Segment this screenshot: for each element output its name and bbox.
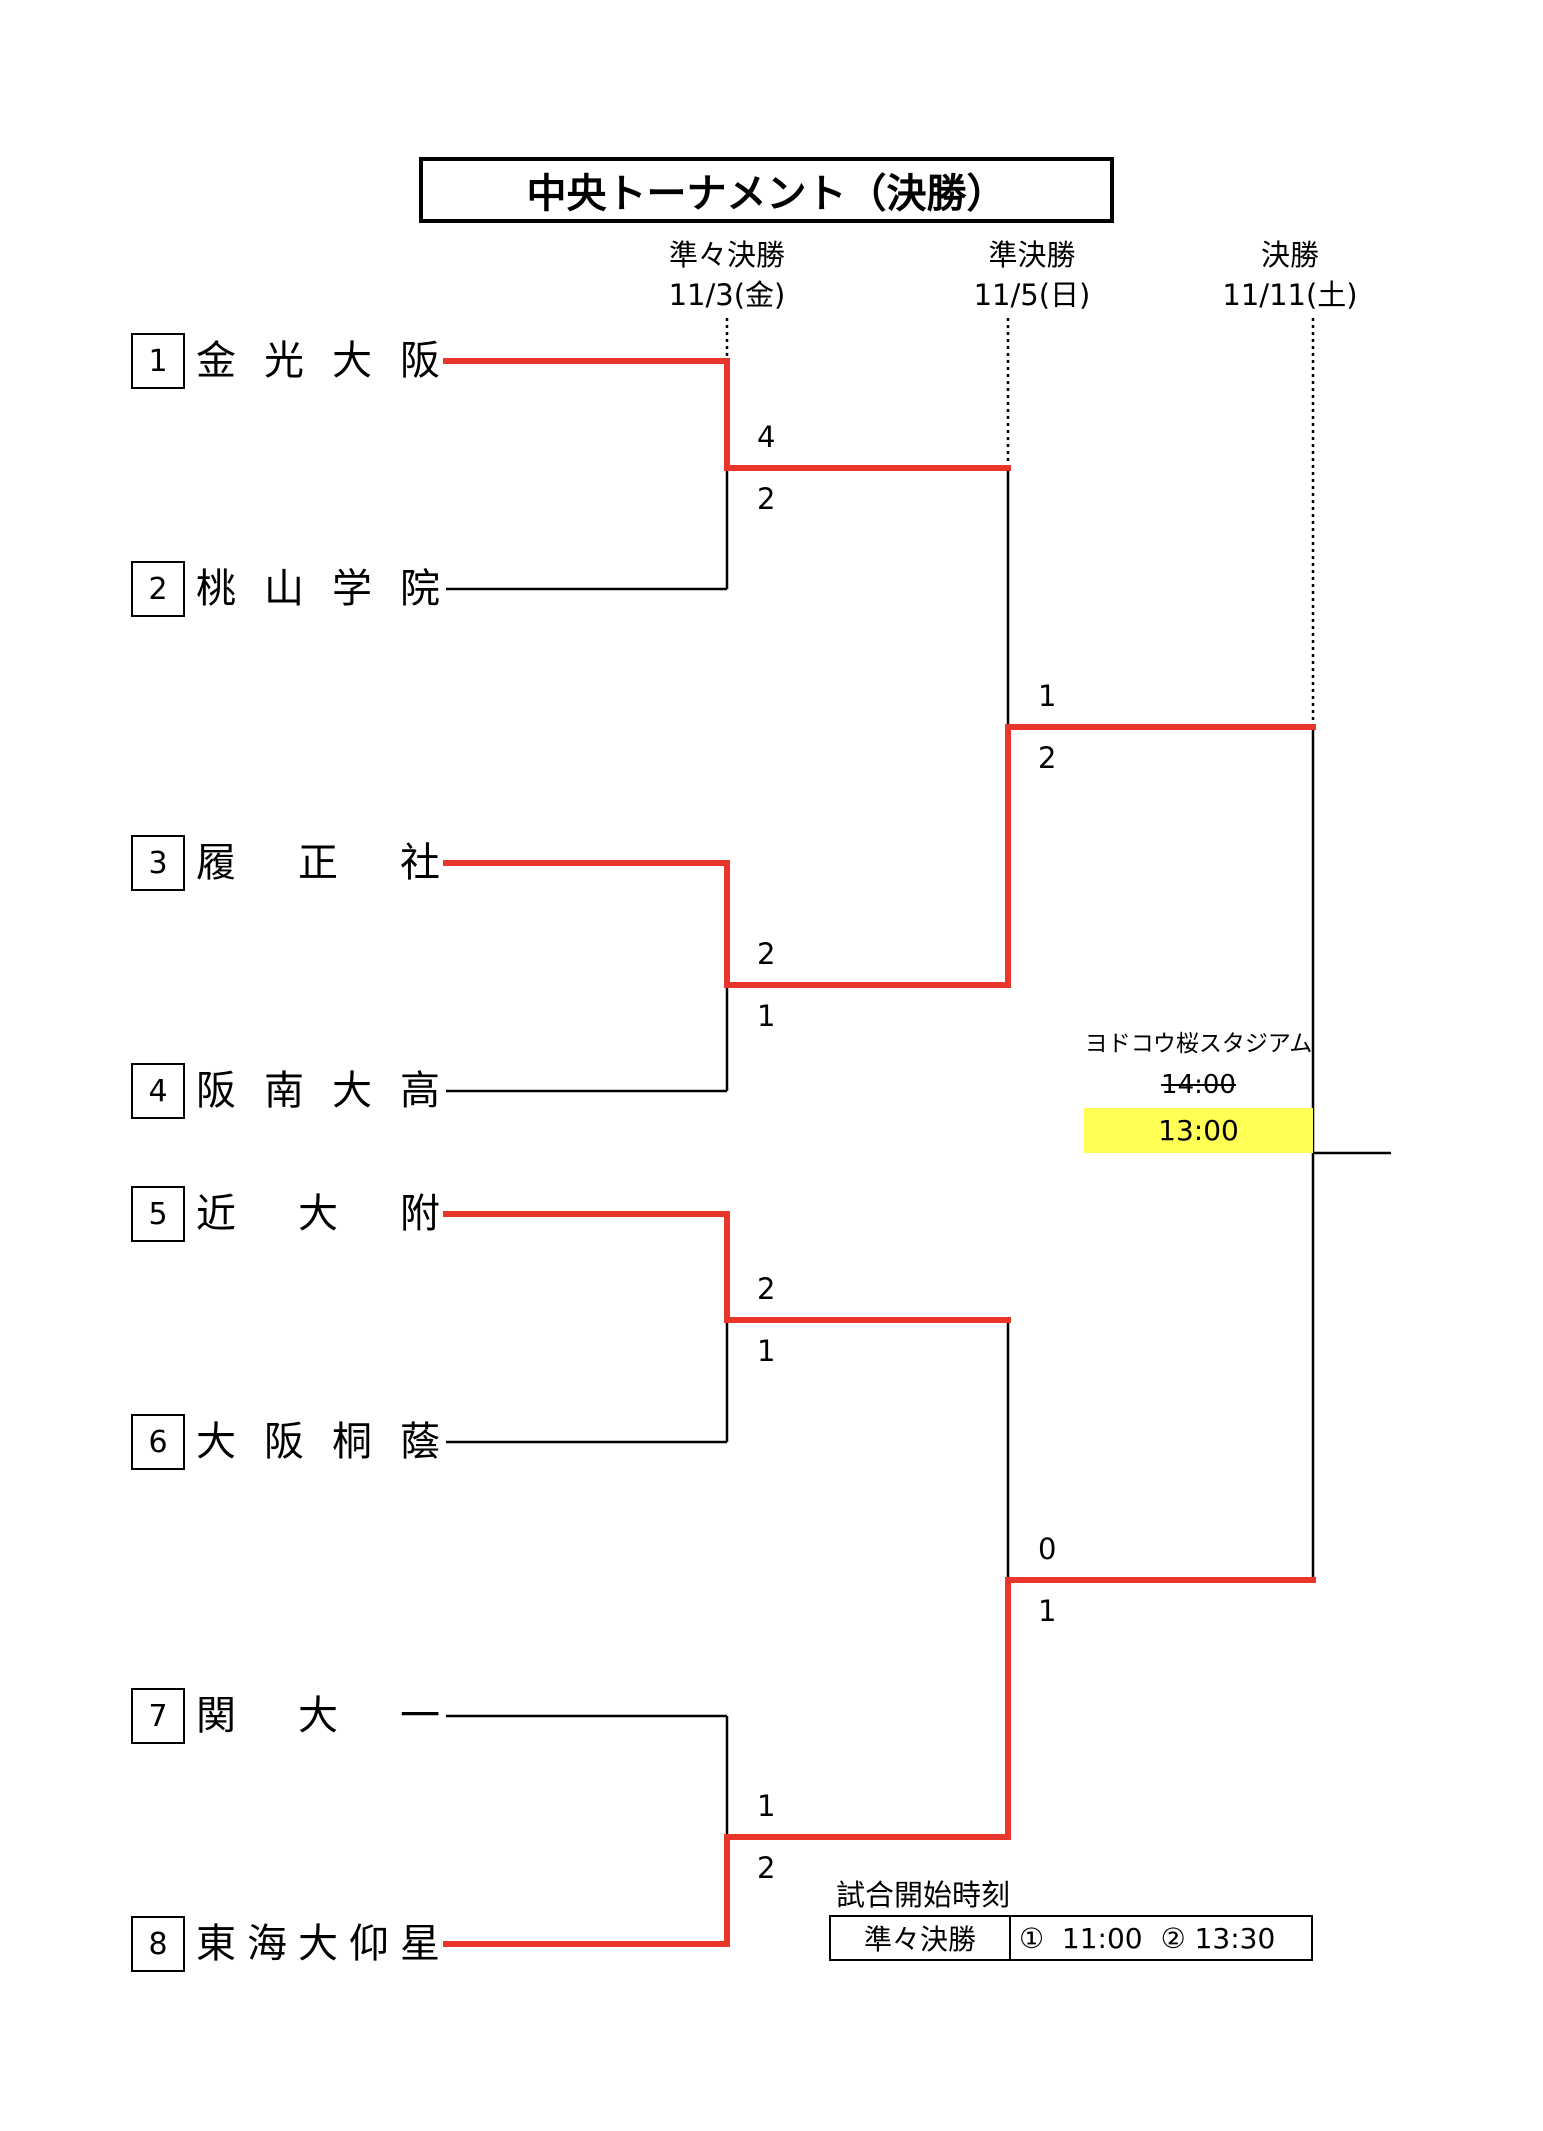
round-header-semifinal: 準決勝 11/5(日) bbox=[922, 235, 1142, 315]
round-date: 11/11(土) bbox=[1222, 278, 1358, 312]
team-seed: 8 bbox=[131, 1916, 185, 1972]
match-score: 4 bbox=[757, 420, 776, 454]
start-times-label: 試合開始時刻 bbox=[836, 1878, 1011, 1912]
start-time-slot-2: ② 13:30 bbox=[1160, 1921, 1276, 1955]
match-score: 0 bbox=[1038, 1532, 1057, 1566]
round-date: 11/5(日) bbox=[973, 278, 1091, 312]
round-name: 準々決勝 bbox=[668, 238, 785, 272]
team-seed: 7 bbox=[131, 1688, 185, 1744]
match-score: 1 bbox=[757, 1789, 776, 1823]
match-score: 2 bbox=[1038, 741, 1057, 775]
team-name: 阪南大高 bbox=[196, 1068, 468, 1114]
team-seed: 3 bbox=[131, 835, 185, 891]
round-name: 準決勝 bbox=[988, 238, 1076, 272]
team-seed: 6 bbox=[131, 1414, 185, 1470]
match-score: 2 bbox=[757, 1851, 776, 1885]
team-seed: 2 bbox=[131, 561, 185, 617]
final-old-time: 14:00 bbox=[1161, 1070, 1236, 1100]
team-seed: 1 bbox=[131, 333, 185, 389]
team-name: 金光大阪 bbox=[196, 338, 468, 384]
page-title: 中央トーナメント（決勝） bbox=[419, 157, 1114, 223]
match-score: 1 bbox=[1038, 1594, 1057, 1628]
final-venue: ヨドコウ桜スタジアム bbox=[1084, 1031, 1313, 1057]
round-header-final: 決勝 11/11(土) bbox=[1180, 235, 1400, 315]
match-score: 1 bbox=[1038, 679, 1057, 713]
start-times-table: 準々決勝 ① 11:00 ② 13:30 bbox=[829, 1915, 1313, 1961]
team-name: 近 大 附 bbox=[196, 1191, 451, 1237]
round-date: 11/3(金) bbox=[668, 278, 786, 312]
team-name: 関 大 一 bbox=[196, 1693, 451, 1739]
round-header-quarterfinal: 準々決勝 11/3(金) bbox=[617, 235, 837, 315]
final-new-time: 13:00 bbox=[1084, 1108, 1313, 1153]
match-score: 1 bbox=[757, 1334, 776, 1368]
match-score: 2 bbox=[757, 482, 776, 516]
start-times-round: 準々決勝 bbox=[831, 1917, 1011, 1959]
match-score: 2 bbox=[757, 937, 776, 971]
team-name: 東海大仰星 bbox=[196, 1921, 451, 1967]
team-name: 履 正 社 bbox=[196, 840, 451, 886]
match-score: 1 bbox=[757, 999, 776, 1033]
team-name: 桃山学院 bbox=[196, 566, 468, 612]
team-seed: 4 bbox=[131, 1063, 185, 1119]
round-name: 決勝 bbox=[1260, 238, 1319, 272]
team-seed: 5 bbox=[131, 1186, 185, 1242]
start-time-slot-1: ① 11:00 bbox=[1019, 1921, 1143, 1955]
match-score: 2 bbox=[757, 1272, 776, 1306]
team-name: 大阪桐蔭 bbox=[196, 1419, 468, 1465]
